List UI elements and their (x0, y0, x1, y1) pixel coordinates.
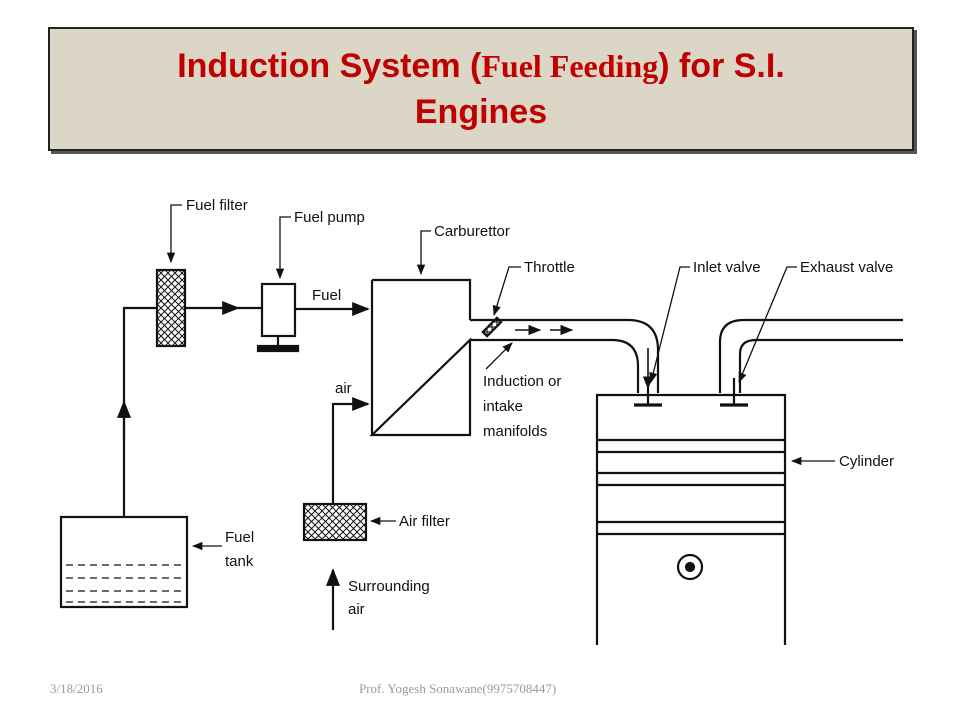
label-exhaust-valve: Exhaust valve (800, 259, 893, 276)
label-induction-line1: Induction or (483, 373, 561, 390)
fuel-level (66, 564, 183, 603)
label-fuel-tank-line2: tank (225, 553, 254, 570)
footer-date: 3/18/2016 (50, 681, 103, 696)
page-title: Induction System (Fuel Feeding) for S.I. (177, 43, 785, 89)
label-air-filter: Air filter (399, 513, 450, 530)
label-surrounding-line2: air (348, 601, 365, 618)
label-induction-line3: manifolds (483, 423, 547, 440)
fuel-supply-line (122, 306, 157, 517)
fuel-pump (260, 282, 297, 338)
exhaust-valve (720, 378, 748, 407)
intake-manifold-lower (470, 338, 640, 393)
label-fuel: Fuel (312, 287, 341, 304)
label-fuel-tank-line1: Fuel (225, 529, 254, 546)
label-inlet-valve: Inlet valve (693, 259, 761, 276)
label-surrounding-line1: Surrounding (348, 578, 430, 595)
fuel-filter (155, 268, 187, 348)
title-part1: Induction System ( (177, 47, 482, 85)
footer-author: Prof. Yogesh Sonawane(9975708447) (359, 681, 557, 696)
title-part2: Fuel Feeding (481, 48, 659, 84)
intake-manifold-upper (470, 318, 660, 393)
title-part3: ) for S.I. (658, 47, 785, 85)
gudgeon-pin (676, 553, 704, 581)
exhaust-manifold-upper (718, 318, 903, 393)
label-cylinder: Cylinder (839, 453, 894, 470)
inlet-valve (634, 378, 662, 407)
fuel-tank (59, 515, 189, 609)
cylinder (595, 393, 787, 645)
exhaust-manifold-lower (738, 338, 903, 393)
title-line2: Engines (414, 93, 548, 131)
label-carburettor: Carburettor (434, 223, 510, 240)
label-air: air (335, 380, 352, 397)
label-induction-line2: intake (483, 398, 523, 415)
label-fuel-filter: Fuel filter (186, 197, 248, 214)
air-filter (302, 502, 368, 542)
piston (597, 438, 785, 536)
title-banner: Induction System (Fuel Feeding) for S.I.… (48, 27, 914, 151)
label-fuel-pump: Fuel pump (294, 209, 365, 226)
label-throttle: Throttle (524, 259, 575, 276)
carburettor (369, 278, 472, 437)
throttle-valve (481, 316, 503, 338)
fuel-pump-base (256, 344, 300, 353)
